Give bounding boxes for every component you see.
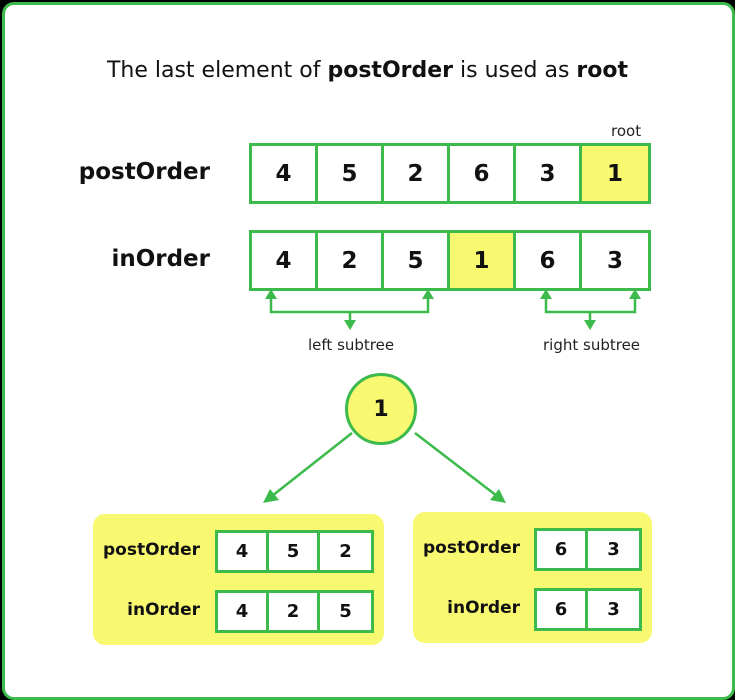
right-bracket-arrowhead-down	[584, 320, 596, 330]
postorder-cell: 5	[318, 146, 384, 201]
left-bracket-line	[269, 296, 430, 314]
right-panel-inorder-cell: 3	[588, 591, 639, 628]
left-edge-line	[271, 432, 353, 497]
inorder-cell: 2	[318, 233, 384, 288]
right-panel-postorder-cell: 6	[537, 531, 588, 568]
inorder-cell: 3	[582, 233, 648, 288]
inorder-array: 4 2 5 1 6 3	[249, 230, 651, 291]
left-panel-postorder-label: postOrder	[102, 540, 200, 560]
left-bracket-arrowhead-right	[422, 289, 434, 299]
inorder-cell: 6	[516, 233, 582, 288]
right-panel-postorder-array: 6 3	[534, 528, 642, 571]
inorder-cell: 4	[252, 233, 318, 288]
left-panel-inorder-cell: 2	[269, 593, 320, 630]
postorder-cell: 4	[252, 146, 318, 201]
left-panel-inorder-cell: 4	[218, 593, 269, 630]
right-bracket-line	[544, 296, 637, 314]
left-panel-postorder-cell: 4	[218, 533, 269, 570]
root-node: 1	[345, 373, 417, 445]
left-panel-postorder-cell: 5	[269, 533, 320, 570]
right-panel-postorder-label: postOrder	[422, 538, 520, 558]
root-annotation: root	[611, 122, 642, 140]
diagram-title: The last element of postOrder is used as…	[106, 58, 629, 83]
right-panel-inorder-label: inOrder	[447, 598, 520, 618]
postorder-cell: 2	[384, 146, 450, 201]
inorder-label: inOrder	[111, 246, 210, 272]
right-panel-inorder-cell: 6	[537, 591, 588, 628]
left-subtree-label: left subtree	[308, 336, 395, 354]
postorder-root-cell: 1	[582, 146, 648, 201]
left-edge-arrowhead	[263, 489, 279, 503]
right-subtree-label: right subtree	[543, 336, 641, 354]
inorder-cell: 5	[384, 233, 450, 288]
right-bracket-arrowhead-right	[629, 289, 641, 299]
right-panel-postorder-cell: 3	[588, 531, 639, 568]
left-panel-inorder-array: 4 2 5	[215, 590, 374, 633]
right-panel-inorder-array: 6 3	[534, 588, 642, 631]
postorder-cell: 3	[516, 146, 582, 201]
postorder-cell: 6	[450, 146, 516, 201]
left-bracket-arrowhead-left	[265, 289, 277, 299]
right-edge-arrowhead	[490, 489, 506, 503]
left-panel-inorder-cell: 5	[320, 593, 371, 630]
right-bracket-arrowhead-left	[540, 289, 552, 299]
right-edge-line	[414, 432, 498, 497]
inorder-root-cell: 1	[450, 233, 516, 288]
left-bracket-arrowhead-down	[344, 320, 356, 330]
left-panel-inorder-label: inOrder	[127, 600, 200, 620]
postorder-label: postOrder	[78, 159, 210, 185]
postorder-array: 4 5 2 6 3 1	[249, 143, 651, 204]
left-panel-postorder-cell: 2	[320, 533, 371, 570]
left-panel-postorder-array: 4 5 2	[215, 530, 374, 573]
